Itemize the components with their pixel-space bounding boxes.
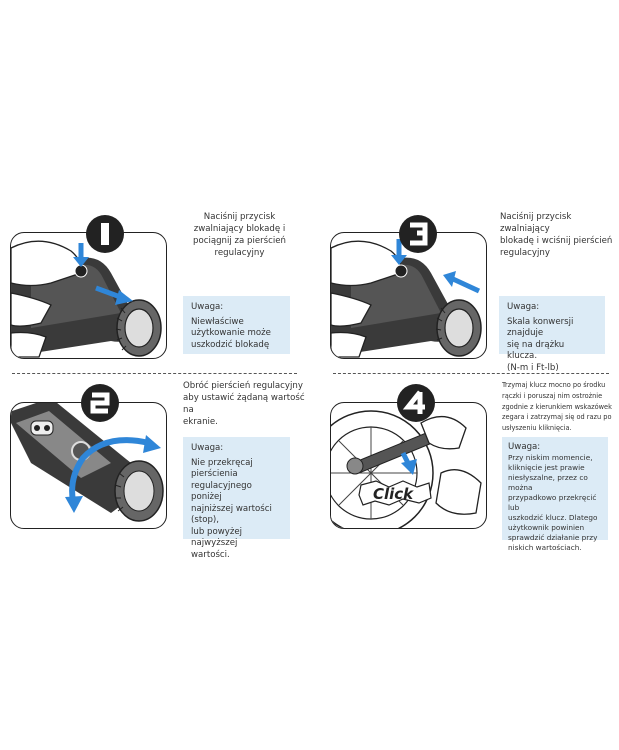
- step-3-note: Uwaga: Skala konwersji znajduje się na d…: [499, 296, 605, 354]
- step-4-number-badge: [396, 383, 436, 423]
- click-label: Click: [373, 485, 414, 503]
- step-4-note: Uwaga: Przy niskim momencie, kliknięcie …: [502, 437, 608, 540]
- step-4-note-title: Uwaga:: [508, 442, 602, 452]
- step-1-note-title: Uwaga:: [191, 302, 282, 314]
- step-2-number-badge: [80, 383, 120, 423]
- step-3-note-body: Skala konwersji znajduje się na drążku k…: [507, 317, 573, 373]
- step-3-number-badge: [398, 214, 438, 254]
- step-1-number-badge: [85, 214, 125, 254]
- step-2-note: Uwaga: Nie przekręcaj pierścienia regula…: [183, 437, 290, 539]
- step-2-instruction: Obróć pierścień regulacyjny aby ustawić …: [183, 380, 308, 428]
- step-1-note-body: Niewłaściwe użytkowanie może uszkodzić b…: [191, 317, 271, 350]
- step-3-instruction: Naciśnij przycisk zwalniający blokadę i …: [500, 211, 618, 259]
- divider-right: [333, 373, 609, 374]
- step-4-instruction: Trzymaj klucz mocno po środku rączki i p…: [502, 380, 617, 434]
- step-2-note-title: Uwaga:: [191, 443, 282, 455]
- step-3-note-title: Uwaga:: [507, 302, 597, 314]
- step-1-note: Uwaga: Niewłaściwe użytkowanie może uszk…: [183, 296, 290, 354]
- divider-left: [12, 373, 297, 374]
- step-2-note-body: Nie przekręcaj pierścienia regulacyjnego…: [191, 458, 272, 560]
- step-4-note-body: Przy niskim momencie, kliknięcie jest pr…: [508, 453, 597, 552]
- step-1-instruction: Naciśnij przycisk zwalniający blokadę i …: [182, 211, 297, 259]
